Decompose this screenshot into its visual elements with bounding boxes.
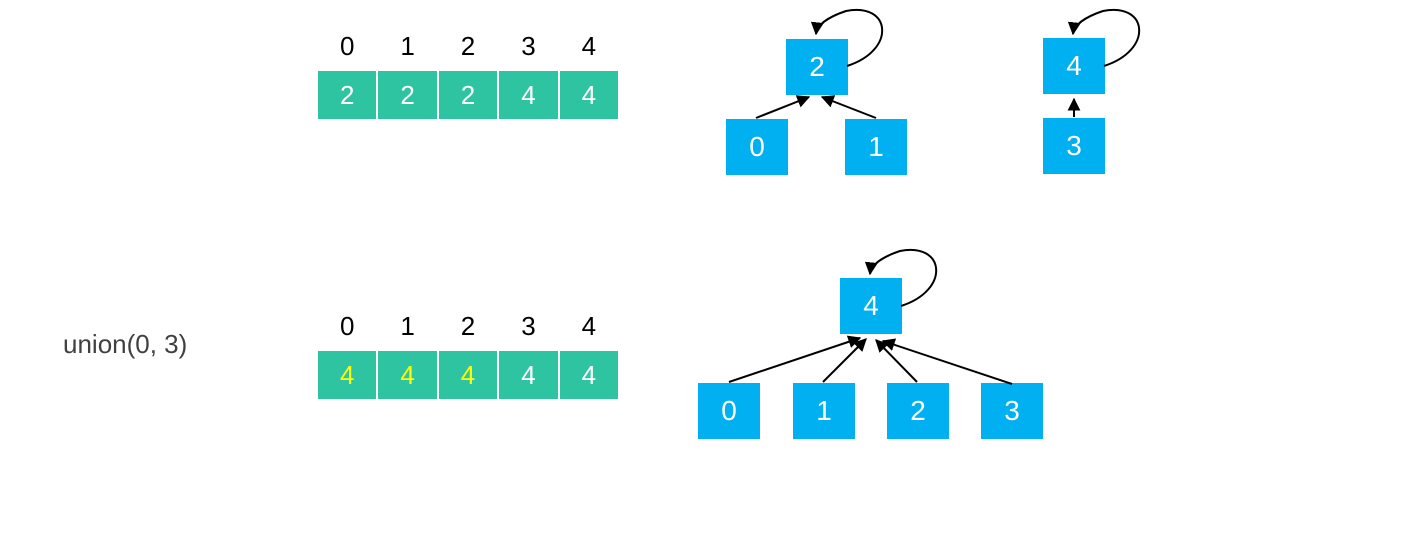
after-array-cell-4: 4	[559, 351, 619, 399]
before-array-index-2: 2	[460, 31, 476, 61]
after-array-index-0: 0	[339, 311, 355, 341]
after-tree-child-node-3: 3	[981, 383, 1043, 439]
after-array-index-4: 4	[581, 311, 597, 341]
before-tree2-root-node: 4	[1043, 38, 1105, 94]
after-array-index-3: 3	[521, 311, 536, 341]
after-tree-edge-child0-to-root-arrow	[728, 335, 862, 383]
after-array-cell-3: 4	[499, 351, 558, 399]
after-array-cell-2: 4	[438, 351, 498, 399]
before-array-cell-4: 4	[559, 71, 619, 119]
after-tree-edge-child2-to-root-arrow	[875, 339, 918, 383]
before-array-index-row: 0 1 2 3 4	[318, 32, 618, 60]
before-tree1-edge-child1-to-root-arrow	[820, 95, 877, 119]
before-array-index-4: 4	[581, 31, 597, 61]
after-tree-child-node-1: 1	[793, 383, 855, 439]
before-tree2-child-node-3: 3	[1043, 118, 1105, 174]
after-tree-child-node-0: 0	[698, 383, 760, 439]
after-tree-root-node: 4	[840, 278, 902, 334]
after-array-index-row: 0 1 2 3 4	[318, 312, 618, 340]
after-tree-edge-child1-to-root-arrow	[822, 338, 867, 383]
after-array-cells: 4 4 4 4 4	[318, 351, 619, 399]
before-parent-array: 0 1 2 3 4 2 2 2 4 4	[318, 32, 619, 119]
before-array-cell-2: 2	[438, 71, 498, 119]
before-array-index-3: 3	[521, 31, 536, 61]
before-array-cell-3: 4	[499, 71, 558, 119]
after-array-cell-0: 4	[318, 351, 377, 399]
after-array-index-1: 1	[400, 311, 415, 341]
operation-label: union(0, 3)	[63, 329, 188, 359]
before-tree1-child-node-0: 0	[726, 119, 788, 175]
before-array-cell-0: 2	[318, 71, 377, 119]
before-tree1-child-node-1: 1	[845, 119, 907, 175]
after-array-cell-1: 4	[378, 351, 437, 399]
after-tree-child-node-2: 2	[887, 383, 949, 439]
before-array-cell-1: 2	[378, 71, 437, 119]
before-tree1-root-node: 2	[786, 39, 848, 95]
before-tree1-edge-child0-to-root-arrow	[755, 95, 811, 119]
before-array-cells: 2 2 2 4 4	[318, 71, 619, 119]
before-array-index-1: 1	[400, 31, 415, 61]
after-array-index-2: 2	[460, 311, 476, 341]
after-parent-array: 0 1 2 3 4 4 4 4 4 4	[318, 312, 619, 399]
after-tree-edge-child3-to-root-arrow	[881, 338, 1013, 385]
before-array-index-0: 0	[339, 31, 355, 61]
